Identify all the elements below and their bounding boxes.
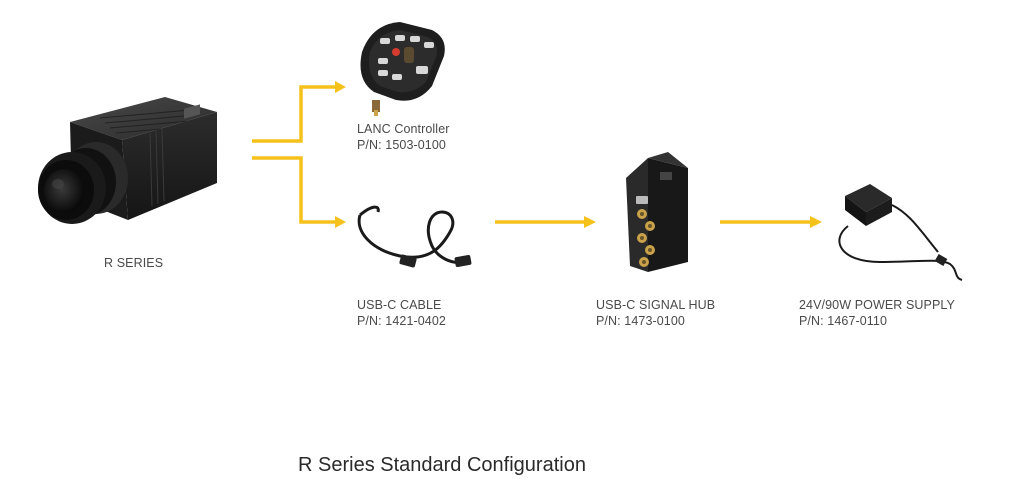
camera-label: R SERIES [104, 256, 164, 270]
diagram-caption: R Series Standard Configuration [298, 454, 586, 476]
usb-c-cable-pn: P/N: 1421-0402 [357, 314, 446, 328]
arrowhead-cable [335, 216, 346, 228]
arrowhead-power [810, 216, 822, 228]
lanc-controller-pn: P/N: 1503-0100 [357, 138, 446, 152]
arrow-camera-to-lanc [252, 85, 337, 143]
signal-hub-pn: P/N: 1473-0100 [596, 314, 685, 328]
usb-c-cable-image [357, 205, 472, 268]
arrowhead-hub [584, 216, 596, 228]
camera-image [38, 97, 217, 224]
power-supply-label: 24V/90W POWER SUPPLY [799, 298, 955, 312]
power-supply-image [838, 184, 963, 281]
signal-hub-label: USB-C SIGNAL HUB [596, 298, 716, 312]
usb-c-cable-label: USB-C CABLE [357, 298, 442, 312]
arrow-camera-to-cable [252, 156, 337, 224]
power-supply-pn: P/N: 1467-0110 [799, 314, 888, 328]
signal-hub-image [626, 152, 688, 272]
lanc-controller-label: LANC Controller [357, 122, 450, 136]
arrowhead-lanc [335, 81, 346, 93]
lanc-controller-image [360, 22, 445, 116]
